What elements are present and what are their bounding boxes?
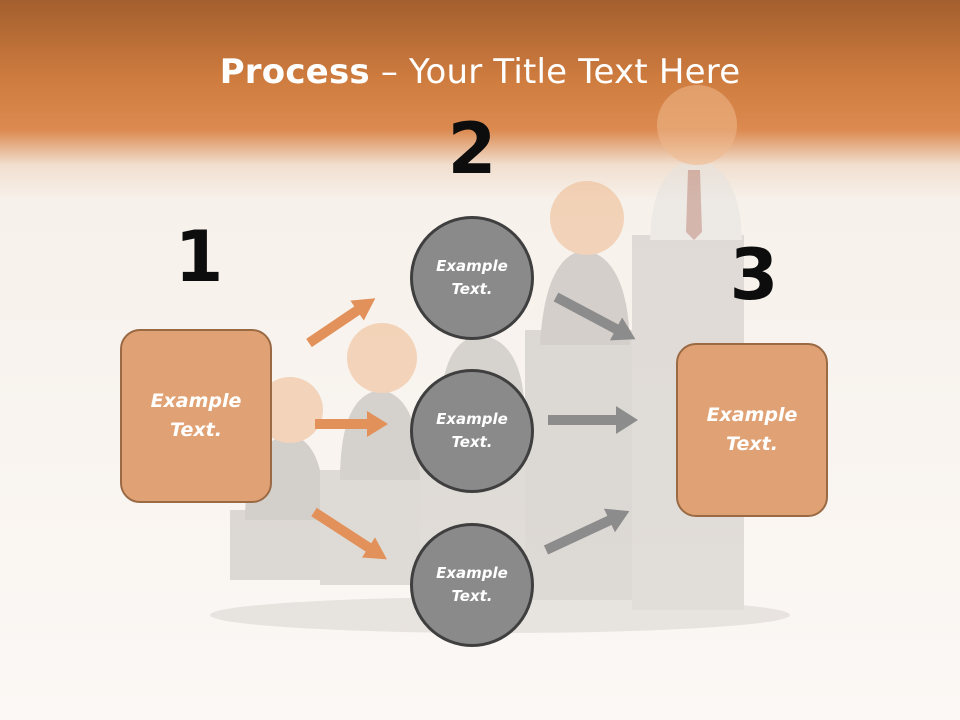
left-text-box: Example Text. [120,329,272,503]
circle-middle-line-1: Example [436,410,508,428]
circle-top-line-2: Text. [451,280,493,298]
circle-top: Example Text. [410,216,534,340]
circle-middle-line-2: Text. [451,433,493,451]
arrow-orange-right-icon [315,411,388,437]
left-box-line-2: Text. [170,419,222,441]
slide-title: Process – Your Title Text Here [0,52,960,92]
right-box-line-1: Example [706,404,798,426]
arrow-gray-up-icon [543,508,630,555]
circle-bottom-line-1: Example [436,564,508,582]
circle-bottom-line-2: Text. [451,587,493,605]
arrow-orange-down-icon [311,507,387,560]
title-rest-part: – Your Title Text Here [369,52,741,92]
step-number-2: 2 [447,108,497,190]
circle-bottom: Example Text. [410,523,534,647]
title-bold-part: Process [219,52,370,92]
right-box-line-2: Text. [726,433,778,455]
step-number-1: 1 [174,216,224,298]
step-number-3: 3 [729,234,779,316]
arrow-gray-right-icon [548,406,638,434]
circle-top-line-1: Example [436,257,508,275]
circle-middle: Example Text. [410,369,534,493]
right-text-box: Example Text. [676,343,828,517]
left-box-line-1: Example [150,390,242,412]
arrow-gray-down-icon [553,292,636,341]
arrow-orange-up-icon [306,298,376,348]
